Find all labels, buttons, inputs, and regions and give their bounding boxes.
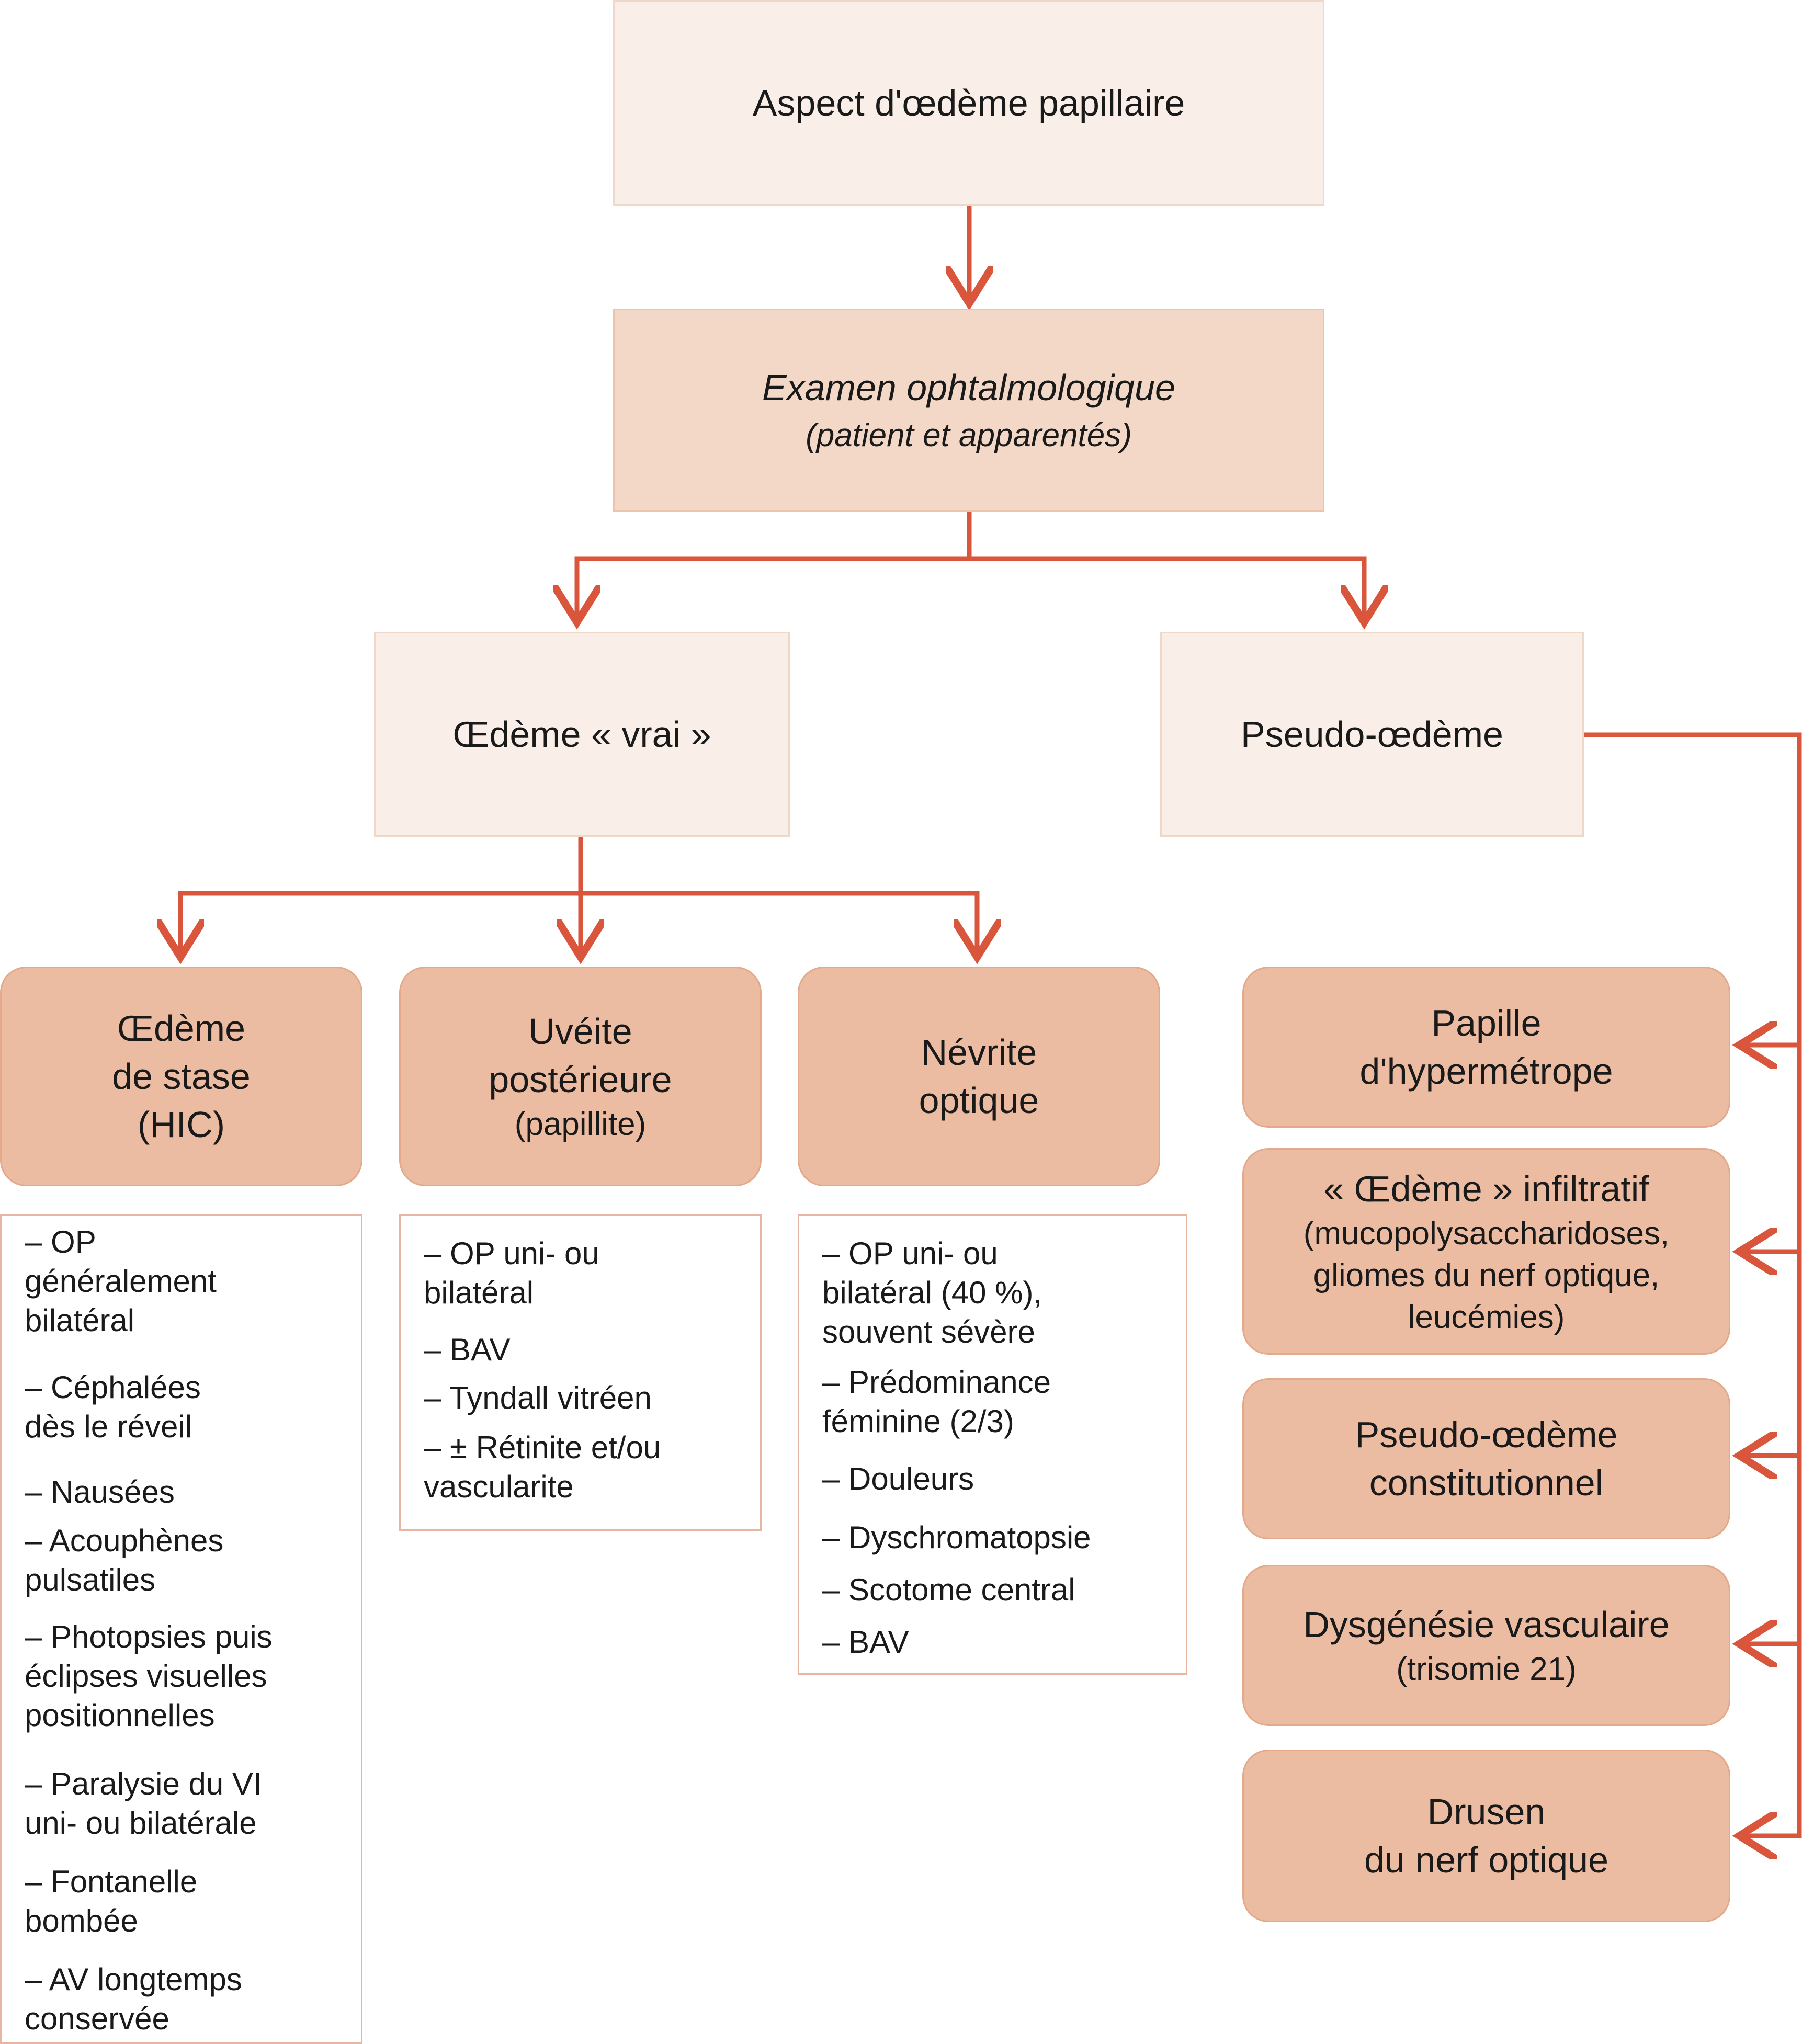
list-item: – Paralysie du VI uni- ou bilatérale — [25, 1766, 262, 1841]
pseudo-cause-title: Pseudo-œdème constitutionnel — [1355, 1414, 1618, 1503]
list-item: – OP généralement bilatéral — [25, 1224, 217, 1338]
pseudo-cause-title: Drusen du nerf optique — [1364, 1791, 1609, 1880]
pseudo-cause-drusen: Drusen du nerf optique — [1242, 1750, 1730, 1922]
stase-symptom-list: – OP généralement bilatéral – Céphalées … — [0, 1214, 362, 2044]
true-edema-node: Œdème « vrai » — [374, 632, 790, 837]
pseudo-cause-constitutionnel: Pseudo-œdème constitutionnel — [1242, 1378, 1730, 1539]
root-label: Aspect d'œdème papillaire — [752, 82, 1185, 123]
list-item: – Dyschromatopsie — [822, 1520, 1091, 1555]
root-node: Aspect d'œdème papillaire — [613, 0, 1324, 206]
exam-subtitle: (patient et apparentés) — [806, 417, 1132, 453]
pseudo-cause-title: Papille d'hypermétrope — [1359, 1003, 1613, 1092]
exam-node: Examen ophtalmologique (patient et appar… — [613, 309, 1324, 512]
stase-node: Œdème de stase (HIC) — [0, 967, 362, 1186]
stase-title: Œdème de stase (HIC) — [112, 1008, 251, 1145]
pseudo-edema-label: Pseudo-œdème — [1241, 714, 1503, 755]
list-item: – Céphalées dès le réveil — [25, 1370, 201, 1444]
list-item: – OP uni- ou bilatéral — [424, 1236, 599, 1310]
list-item: – Tyndall vitréen — [424, 1380, 652, 1415]
pseudo-cause-hypermetrope: Papille d'hypermétrope — [1242, 967, 1730, 1128]
true-edema-label: Œdème « vrai » — [452, 714, 711, 755]
pseudo-edema-node: Pseudo-œdème — [1160, 632, 1584, 837]
pseudo-cause-title: Dysgénésie vasculaire — [1303, 1604, 1670, 1645]
list-item: – BAV — [822, 1625, 909, 1660]
uveite-subtitle: (papillite) — [514, 1106, 647, 1142]
list-item: – Fontanelle bombée — [25, 1864, 198, 1938]
uveite-title: Uvéite postérieure — [489, 1011, 672, 1100]
pseudo-cause-subtitle: (mucopolysaccharidoses, gliomes du nerf … — [1303, 1215, 1670, 1335]
uveite-node: Uvéite postérieure (papillite) — [399, 967, 762, 1186]
nevrite-node: Névrite optique — [798, 967, 1160, 1186]
list-item: – AV longtemps conservée — [25, 1962, 242, 2036]
list-item: – Photopsies puis éclipses visuelles pos… — [25, 1619, 273, 1733]
list-item: – Nausées — [25, 1474, 175, 1509]
list-item: – Douleurs — [822, 1461, 974, 1496]
exam-title: Examen ophtalmologique — [762, 367, 1175, 408]
list-item: – BAV — [424, 1332, 511, 1367]
pseudo-cause-infiltratif: « Œdème » infiltratif (mucopolysaccharid… — [1242, 1148, 1730, 1355]
list-item: – Scotome central — [822, 1572, 1075, 1607]
pseudo-cause-subtitle: (trisomie 21) — [1396, 1651, 1577, 1687]
list-item: – Prédominance féminine (2/3) — [822, 1365, 1051, 1439]
list-item: – OP uni- ou bilatéral (40 %), souvent s… — [822, 1236, 1042, 1349]
list-item: – ± Rétinite et/ou vascularite — [424, 1430, 661, 1504]
list-item: – Acouphènes pulsatiles — [25, 1523, 224, 1597]
nevrite-title: Névrite optique — [919, 1032, 1039, 1121]
uveite-symptom-list: – OP uni- ou bilatéral – BAV – Tyndall v… — [399, 1214, 762, 1531]
pseudo-cause-title: « Œdème » infiltratif — [1323, 1168, 1649, 1209]
nevrite-symptom-list: – OP uni- ou bilatéral (40 %), souvent s… — [798, 1214, 1187, 1675]
pseudo-cause-dysgenesie: Dysgénésie vasculaire (trisomie 21) — [1242, 1565, 1730, 1726]
